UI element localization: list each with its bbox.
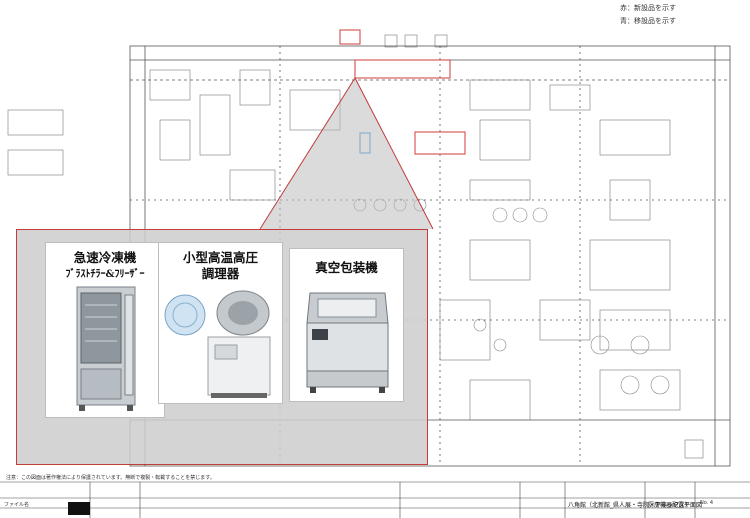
blast-chiller-card: 急速冷凍機 ﾌﾞﾗｽﾄﾁﾗｰ&ﾌﾘｰｻﾞｰ	[45, 242, 165, 418]
high-temp-pressure-cooker-photo-icon	[163, 285, 280, 401]
new-equipment-zone	[354, 59, 451, 79]
blast-chiller-subtitle: ﾌﾞﾗｽﾄﾁﾗｰ&ﾌﾘｰｻﾞｰ	[65, 269, 145, 280]
title-block: 注意：この図面は著作権法により保護されています。無断で複製・転載することを禁じま…	[0, 473, 750, 518]
pressure-cooker-title: 小型高温高圧	[182, 250, 258, 265]
vacuum-packaging-machine-photo-icon	[300, 283, 395, 397]
legend-relocated: 青：移設品を示す	[620, 17, 676, 25]
file-name-label: ファイル名	[4, 502, 30, 508]
callout-pointer	[260, 78, 433, 229]
copyright-note: 注意：この図面は著作権法により保護されています。無断で複製・転載することを禁じま…	[6, 475, 215, 481]
equipment-callout-panel: 急速冷凍機 ﾌﾞﾗｽﾄﾁﾗｰ&ﾌﾘｰｻﾞｰ 小型高温高圧 調理器	[16, 229, 428, 465]
vacuum-packager-card: 真空包装機	[289, 248, 404, 402]
blast-chiller-title: 急速冷凍機	[73, 250, 137, 265]
sheet-number: No. 4	[700, 500, 714, 506]
legend-new: 赤：新設品を示す	[620, 4, 676, 12]
vacuum-packager-title: 真空包装機	[315, 260, 378, 275]
blast-chiller-freezer-photo-icon	[71, 285, 141, 413]
pressure-cooker-subtitle: 調理器	[201, 266, 240, 281]
project-name: 八角館（北新館_県人展・寺院・アネックス）	[568, 502, 691, 509]
pressure-cooker-card: 小型高温高圧 調理器	[158, 242, 283, 404]
drawing-name: 厨房機器配置平面図	[648, 502, 703, 509]
